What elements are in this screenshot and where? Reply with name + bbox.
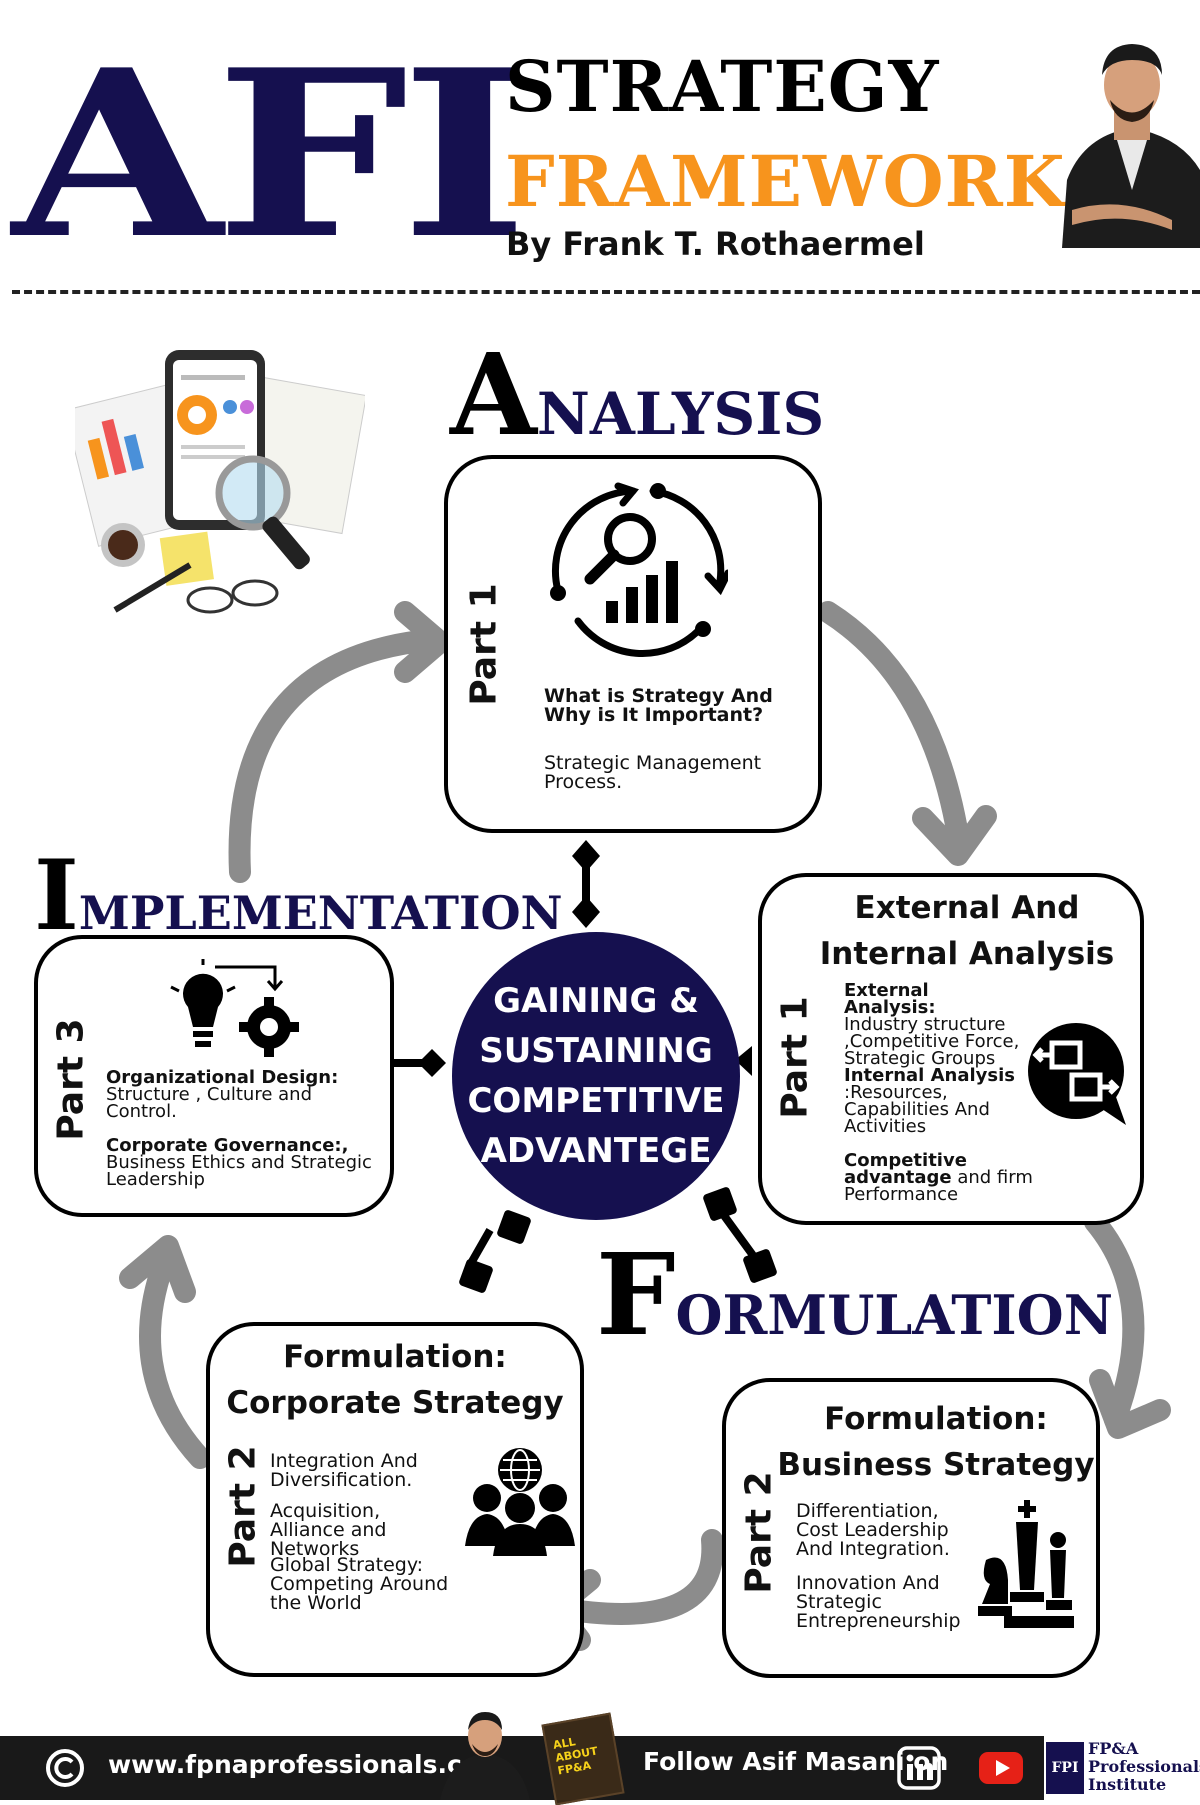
center-goal-circle: GAINING & SUSTAINING COMPETITIVE ADVANTE… — [452, 932, 740, 1220]
global-network-icon — [465, 1448, 575, 1556]
business-item-innovation: Innovation And Strategic Entrepreneurshi… — [796, 1572, 961, 1632]
phase-implementation-rest: MPLEMENTATION — [78, 886, 563, 940]
chess-pieces-icon — [978, 1500, 1074, 1628]
fpi-logo: FPI FP&A Professionals Institute — [1044, 1736, 1200, 1800]
afi-acronym: AFI — [12, 20, 528, 290]
arrow-analysis-to-external — [817, 601, 971, 859]
book-title: ALL ABOUT FP&A — [552, 1735, 599, 1778]
corporate-title-line1: Formulation: — [283, 1339, 507, 1375]
business-box-title: Formulation: Business Strategy — [776, 1396, 1096, 1488]
phase-implementation-initial: I — [34, 839, 79, 952]
internal-analysis-item: Internal Analysis :Resources, Capabiliti… — [844, 1065, 1015, 1137]
corporate-box-title: Formulation: Corporate Strategy — [220, 1334, 570, 1426]
analysis-item-process: Strategic Management Process. — [544, 752, 762, 793]
fpi-logo-line2: Professionals — [1088, 1757, 1200, 1776]
author-portrait — [1062, 44, 1200, 248]
business-part-label: Part 2 — [738, 1471, 780, 1594]
fpi-logo-mark: FPI — [1046, 1742, 1084, 1794]
analysis-item-strategy: What is Strategy And Why is It Important… — [544, 685, 773, 726]
copyright-icon — [46, 1749, 84, 1787]
corporate-title-line2: Corporate Strategy — [226, 1385, 564, 1421]
arrow-business-to-corporate — [547, 1529, 724, 1625]
business-strategy-box: Part 2 Formulation: Business Strategy Di… — [722, 1378, 1100, 1678]
external-title-line2: Internal Analysis — [819, 936, 1115, 972]
external-box-title: External And Internal Analysis — [802, 885, 1132, 977]
phase-analysis-heading: ANALYSIS — [450, 340, 824, 452]
data-exchange-icon — [1028, 1023, 1126, 1125]
phase-analysis-rest: NALYSIS — [536, 380, 825, 448]
youtube-icon[interactable] — [978, 1748, 1024, 1788]
phase-analysis-initial: A — [450, 330, 537, 461]
fpi-logo-line3: Institute — [1088, 1775, 1167, 1794]
title-framework: FRAMEWORK — [505, 140, 1066, 223]
external-part-label: Part 1 — [774, 996, 816, 1119]
implementation-part-label: Part 3 — [50, 1018, 92, 1141]
analysis-box: Part 1 What is Strategy And Why is It Im… — [444, 455, 822, 833]
linkedin-icon[interactable] — [897, 1746, 941, 1790]
dashed-divider — [12, 290, 1200, 294]
phase-implementation-heading: IMPLEMENTATION — [34, 840, 563, 952]
arrow-impl-to-analysis — [228, 629, 441, 883]
corporate-strategy-box: Part 2 Formulation: Corporate Strategy I… — [206, 1322, 584, 1677]
corporate-item-global: Global Strategy: Competing Around the Wo… — [270, 1554, 449, 1614]
business-title-line1: Formulation: — [824, 1401, 1048, 1437]
idea-gear-icon — [170, 959, 299, 1057]
corporate-governance-item: Corporate Governance:, Business Ethics a… — [106, 1135, 372, 1190]
org-design-item: Organizational Design: Structure , Cultu… — [106, 1067, 339, 1122]
footer-portrait — [440, 1712, 530, 1800]
external-title-line1: External And — [854, 890, 1080, 926]
implementation-box: Part 3 Organizational Design: Structure … — [34, 935, 394, 1217]
arrow-external-to-business — [1084, 1211, 1145, 1431]
external-internal-box: Part 1 External And Internal Analysis Ex… — [758, 873, 1144, 1225]
byline: By Frank T. Rothaermel — [506, 225, 925, 263]
analysis-illustration — [75, 350, 365, 614]
business-title-line2: Business Strategy — [777, 1447, 1095, 1483]
corporate-item-acquisition: Acquisition, Alliance and Networks — [270, 1500, 387, 1560]
phase-formulation-initial: F — [596, 1230, 676, 1361]
center-line-2: SUSTAINING — [479, 1031, 713, 1071]
title-strategy: STRATEGY — [505, 45, 940, 128]
corporate-item-integration: Integration And Diversification. — [270, 1450, 418, 1491]
arrow-corporate-to-impl — [139, 1241, 211, 1469]
fpi-logo-line1: FP&A — [1088, 1739, 1139, 1758]
phase-formulation-rest: ORMULATION — [675, 1283, 1114, 1347]
corporate-part-label: Part 2 — [222, 1445, 264, 1568]
center-line-1: GAINING & — [493, 981, 699, 1021]
phase-formulation-heading: FORMULATION — [596, 1240, 1113, 1352]
business-item-differentiation: Differentiation, Cost Leadership And Int… — [796, 1500, 950, 1560]
competitive-advantage-item: Competitive advantage and firm Performan… — [844, 1150, 1033, 1205]
center-line-3: COMPETITIVE — [467, 1081, 725, 1121]
strategy-cycle-icon — [550, 482, 728, 657]
center-line-4: ADVANTEGE — [480, 1131, 712, 1171]
external-analysis-item: External Analysis: Industry structure ,C… — [844, 980, 1020, 1069]
book-cover: ALL ABOUT FP&A — [541, 1712, 625, 1805]
website-link[interactable]: www.fpnaprofessionals.com — [108, 1750, 506, 1779]
